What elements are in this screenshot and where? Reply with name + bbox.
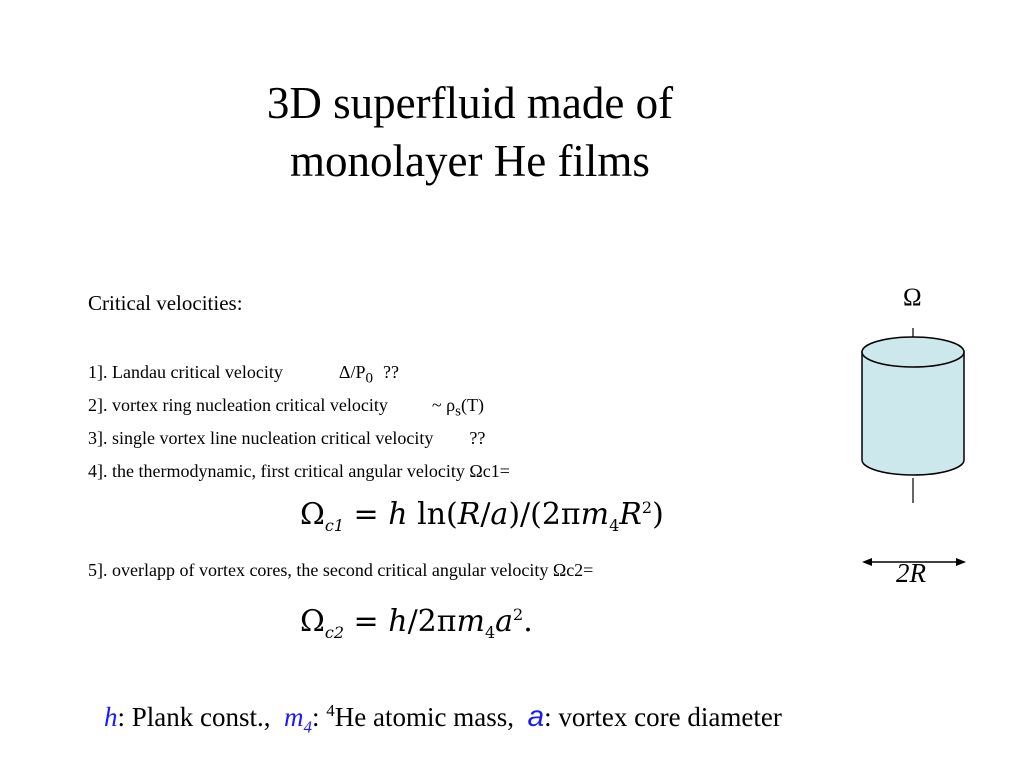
slide-title-line-2: monolayer He films [290,136,650,186]
list-item-text: 4]. the thermodynamic, first critical an… [88,461,510,481]
diameter-label: 2R [896,558,926,588]
list-item-text: 2]. vortex ring nucleation critical velo… [88,395,388,415]
list-item-suffix: ~ ρ [431,395,456,415]
list-item-suffix-end: ?? [383,362,399,382]
legend-symbol-a: a [527,700,545,733]
cylinder-diagram [861,328,966,566]
diameter-arrow-left-head [862,558,872,566]
slide-title: 3D superfluid made of monolayer He films [160,74,780,190]
list-item-suffix-end: ?? [469,428,486,448]
legend-desc-m4: He atomic mass, [334,702,514,732]
list-item-text: 3]. single vortex line nucleation critic… [88,428,434,448]
list-item-first-critical: 4]. the thermodynamic, first critical an… [88,461,510,482]
formula-omega-c2: Ωc2 = h/2πm4a2. [300,604,533,642]
list-item-vortex-line: 3]. single vortex line nucleation critic… [88,428,485,449]
diameter-arrow-right-head [956,558,966,566]
section-heading: Critical velocities: [88,291,243,315]
list-item-suffix-sub: 0 [365,370,374,387]
legend-symbol-m4: m [284,702,304,732]
cylinder-body [861,351,965,476]
symbol-legend: h: Plank const., m4: 4He atomic mass, a:… [104,700,782,737]
list-item-suffix-sub: s [455,403,461,420]
list-item-suffix-end: (T) [460,395,484,415]
slide-title-line-1: 3D superfluid made of [266,78,674,128]
legend-symbol-h: h [104,702,118,732]
list-item-landau: 1]. Landau critical velocity Δ/P0?? [88,362,399,388]
list-item-suffix: Δ/P [338,362,366,382]
legend-desc-a: : vortex core diameter [544,702,782,732]
cylinder-top [861,336,965,368]
legend-desc-h: : Plank const., [117,702,271,732]
list-item-second-critical: 5]. overlapp of vortex cores, the second… [88,560,593,581]
list-item-vortex-ring: 2]. vortex ring nucleation critical velo… [88,395,484,421]
list-item-text: 1]. Landau critical velocity [88,362,283,382]
formula-omega-c1: Ωc1 = h ln(R/a)/(2πm4R2) [300,497,664,535]
list-item-text: 5]. overlapp of vortex cores, the second… [88,560,594,580]
rotation-omega-label: Ω [903,284,922,311]
